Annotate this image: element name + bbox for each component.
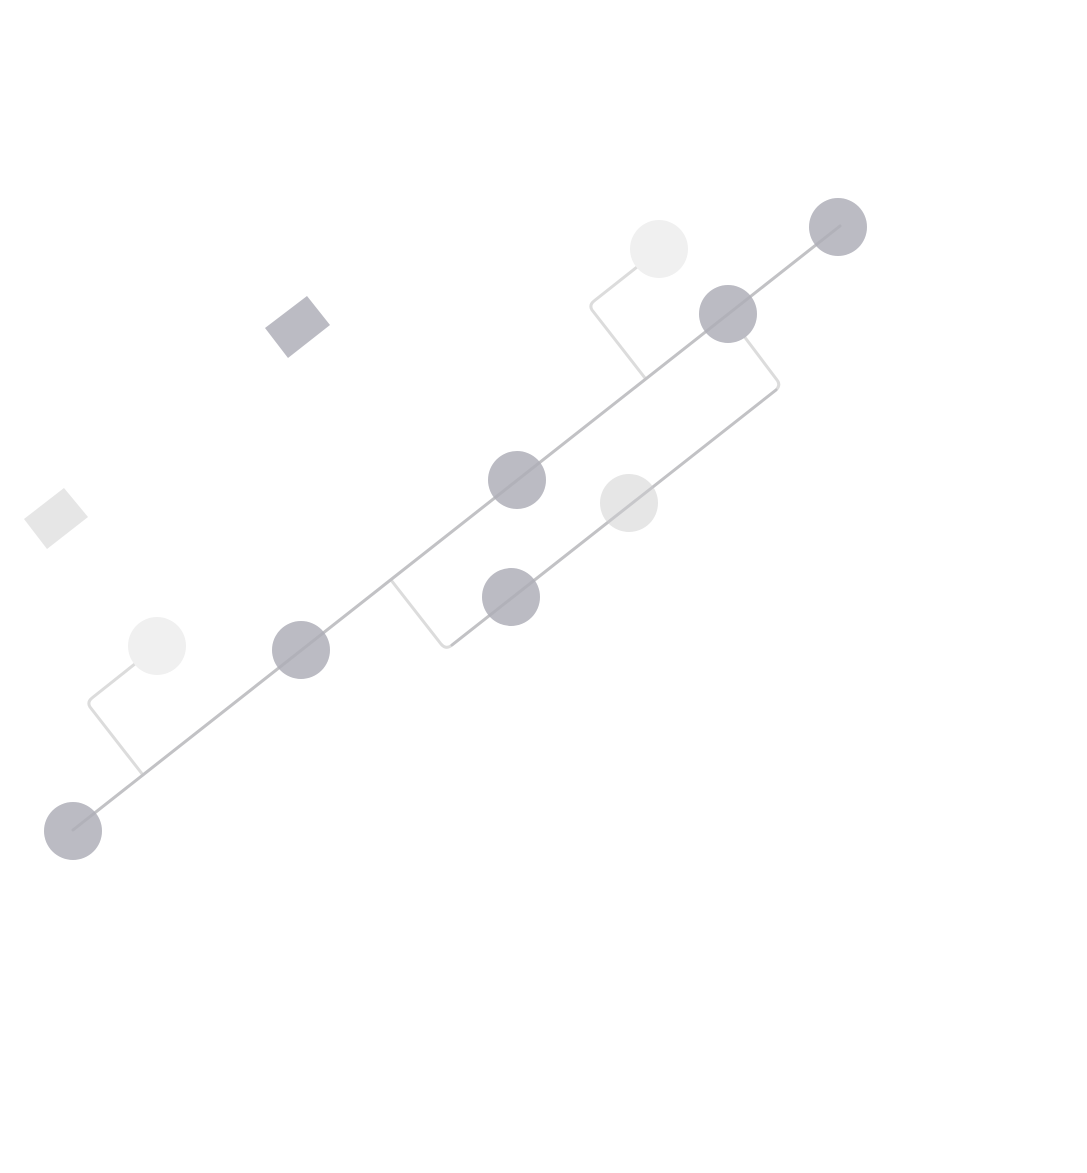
diamond-shape-light	[24, 488, 88, 549]
node-light	[128, 617, 186, 675]
branch-line-upper	[589, 250, 658, 380]
diamond-shape-dark	[265, 296, 330, 358]
overlay-line	[71, 224, 842, 832]
branch-line-lower-left	[87, 646, 157, 777]
node-light	[630, 220, 688, 278]
branch-line-middle	[389, 313, 781, 649]
